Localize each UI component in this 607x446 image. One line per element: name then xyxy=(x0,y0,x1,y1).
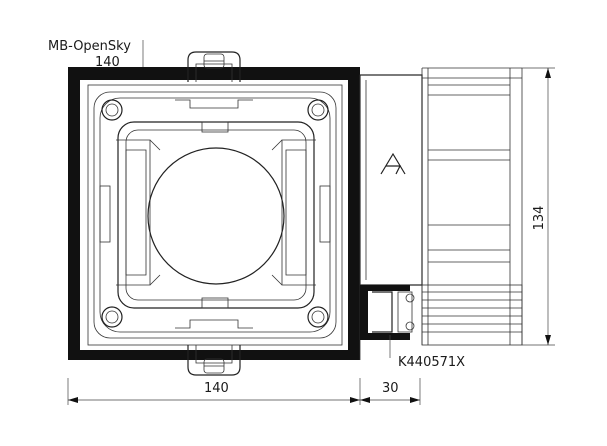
side-profile xyxy=(359,67,523,360)
bottom-bracket xyxy=(175,319,253,376)
top-dimension-label: 140 xyxy=(95,55,120,70)
aluprof-logo-icon xyxy=(380,152,406,175)
product-label: MB-OpenSky xyxy=(48,39,131,54)
inner-frame xyxy=(99,121,331,309)
corner-bolts xyxy=(101,99,329,328)
part-code-label: K440571X xyxy=(398,355,465,370)
central-tube xyxy=(147,147,285,285)
bottom-dimension-main: 140 xyxy=(204,381,229,396)
dimension-lines xyxy=(67,67,555,405)
right-dimension: 134 xyxy=(532,206,547,231)
main-frame-profile xyxy=(68,67,360,360)
bottom-dimension-side: 30 xyxy=(382,381,399,396)
top-bracket xyxy=(175,51,253,109)
